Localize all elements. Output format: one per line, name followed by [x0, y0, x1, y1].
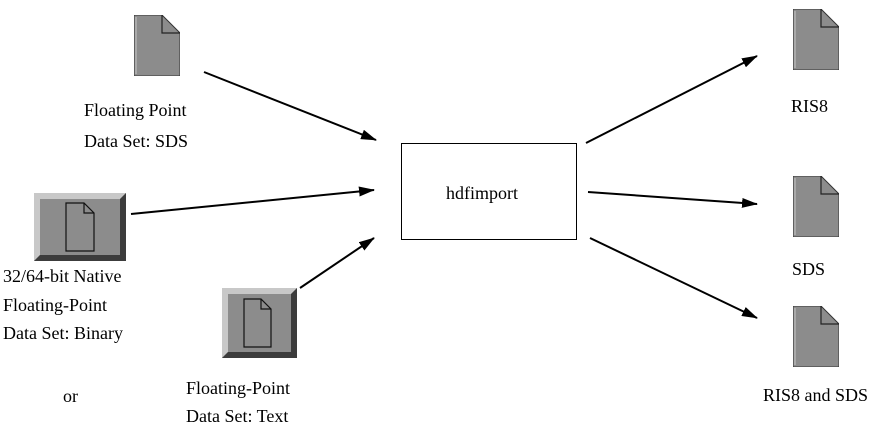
- input-binary-label-line3: Data Set: Binary: [3, 323, 123, 343]
- or-label: or: [63, 386, 78, 406]
- document-icon: [222, 288, 297, 358]
- input-binary-label-line2: Floating-Point: [3, 295, 108, 315]
- arrow-hdfimport-to-ris8: [585, 55, 758, 144]
- arrow-hdfimport-to-sds: [587, 191, 758, 208]
- arrow-text-to-hdfimport: [299, 237, 375, 289]
- arrow-binary-to-hdfimport: [130, 186, 375, 215]
- input-sds-label-line1: Floating Point: [84, 100, 187, 120]
- input-sds-label-line2: Data Set: SDS: [84, 131, 189, 151]
- hdfimport-label: hdfimport: [446, 183, 518, 203]
- arrow-sds-to-hdfimport: [203, 71, 377, 141]
- arrow-hdfimport-to-ris8-sds: [589, 237, 758, 319]
- input-text-label-line2: Data Set: Text: [186, 406, 289, 426]
- hdfimport-box: hdfimport: [401, 143, 577, 240]
- document-icon: [793, 176, 839, 237]
- document-icon: [793, 306, 839, 367]
- output-sds-label: SDS: [792, 259, 826, 279]
- document-icon: [793, 9, 839, 70]
- document-icon: [34, 193, 126, 261]
- output-ris8-sds-label: RIS8 and SDS: [763, 385, 869, 405]
- input-binary-label-line1: 32/64-bit Native: [3, 266, 122, 286]
- document-icon: [134, 15, 180, 76]
- input-text-label-line1: Floating-Point: [186, 378, 291, 398]
- output-ris8-label: RIS8: [791, 96, 829, 116]
